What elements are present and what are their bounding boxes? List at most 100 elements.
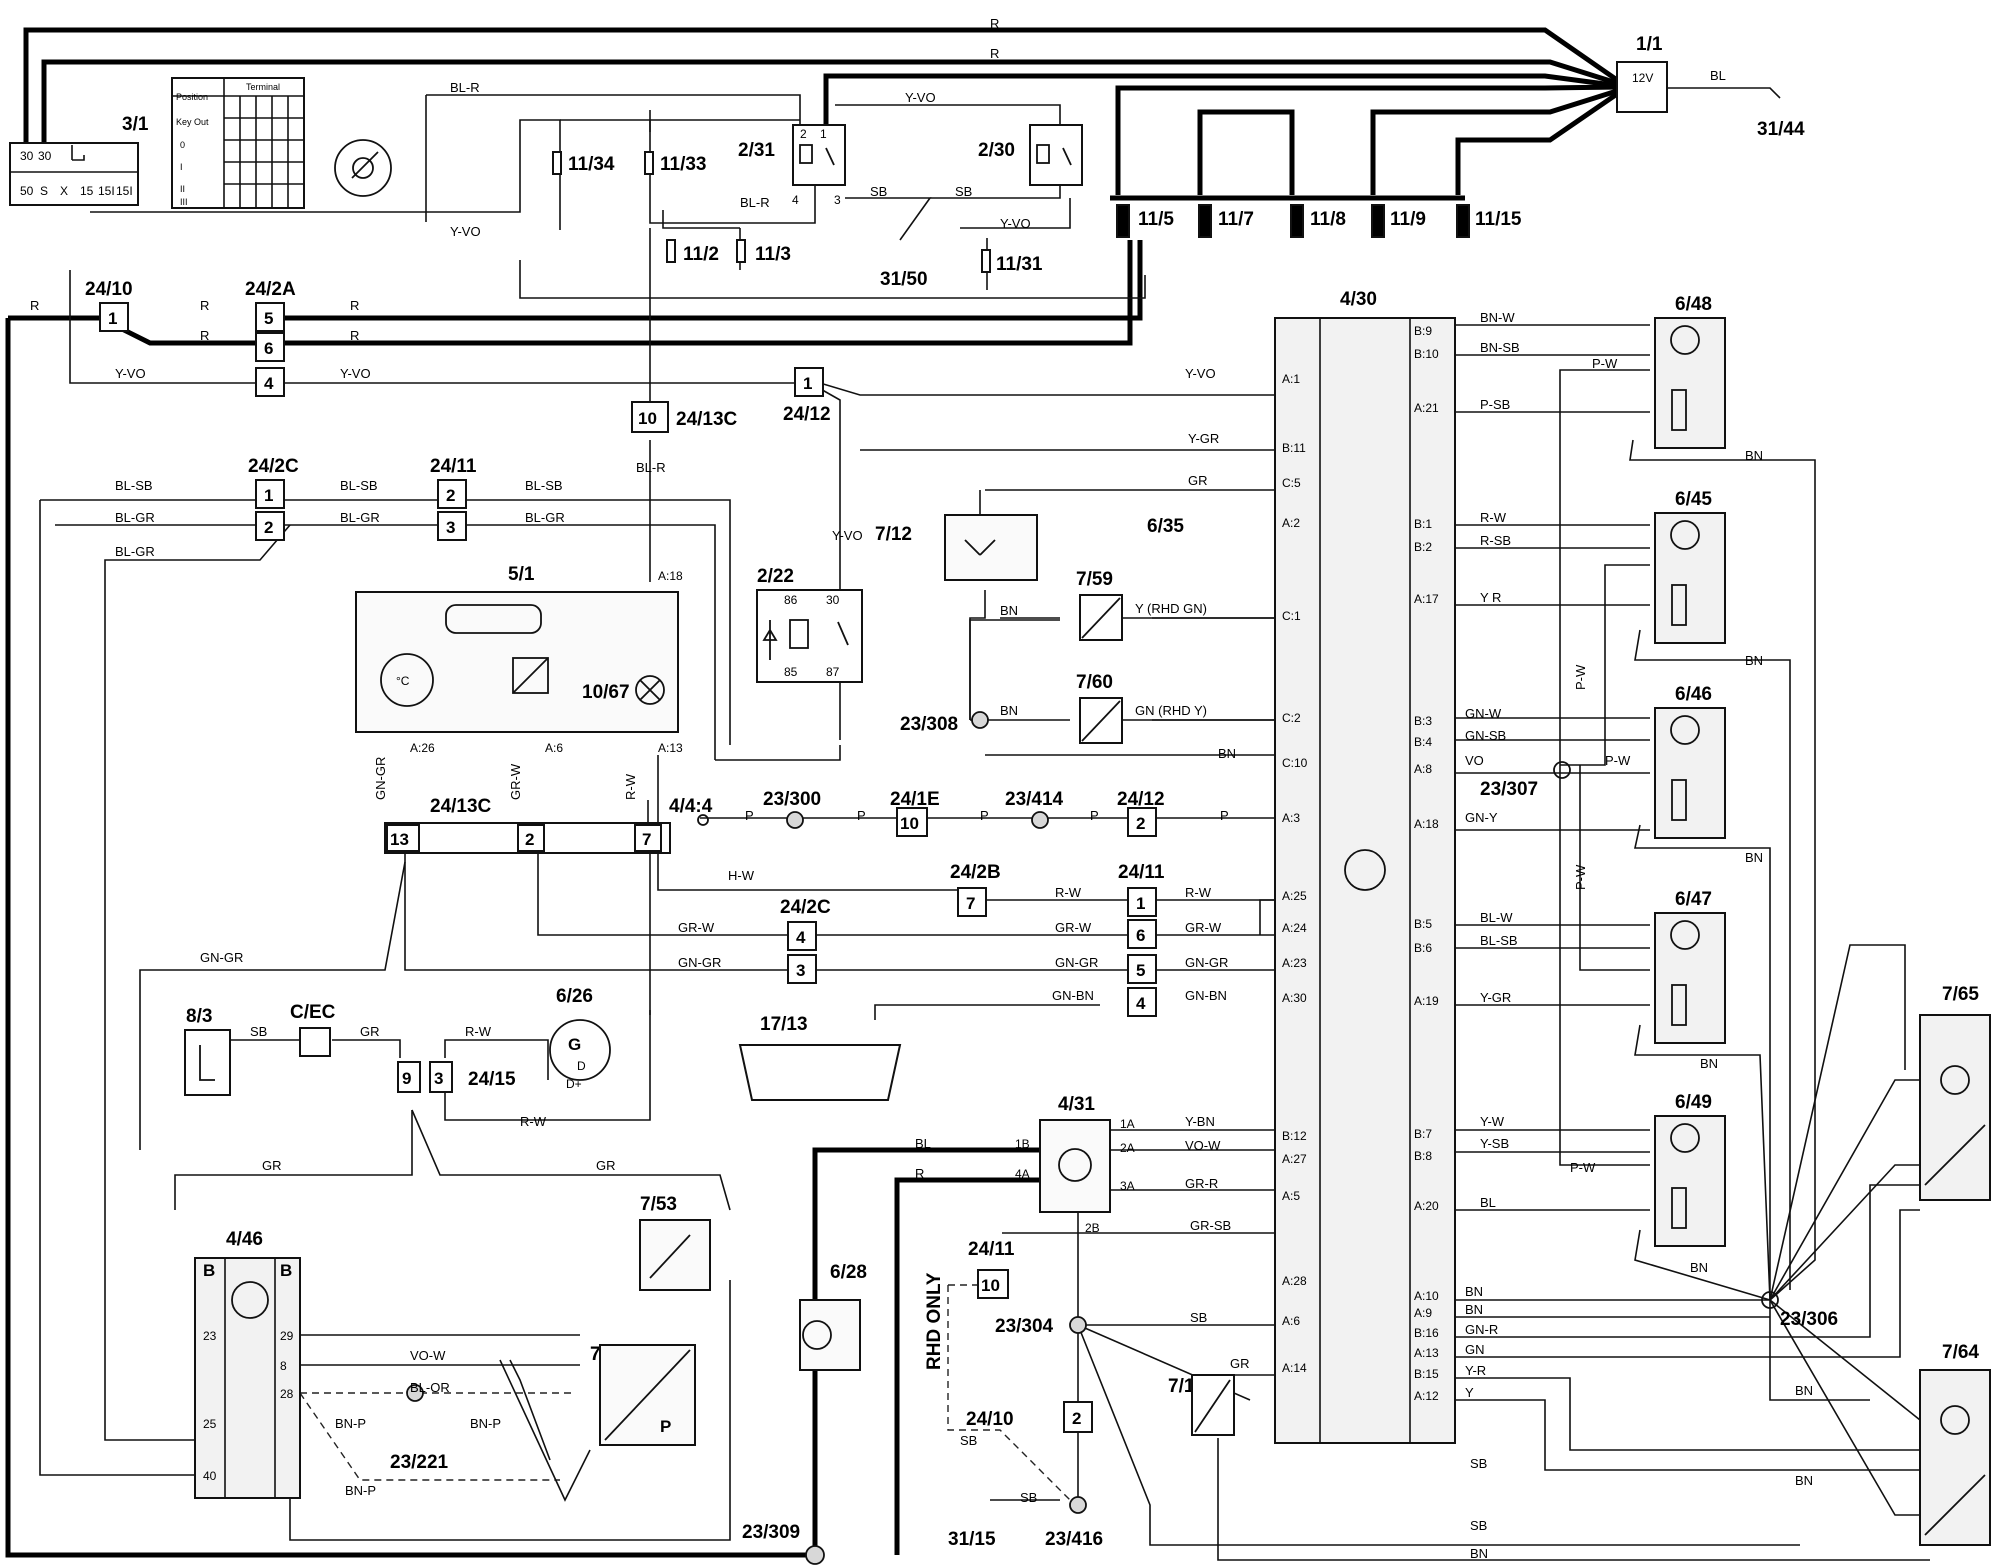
temp-gauge-icon: °C (396, 674, 410, 688)
wire-y-r-1: Y R (1480, 590, 1501, 605)
conn-24-15-label: 24/15 (468, 1069, 516, 1090)
warning-lamp-icon (635, 675, 665, 705)
wire-sb-8: SB (1470, 1518, 1487, 1533)
ecc-pin-left: A:14 (1282, 1361, 1307, 1375)
ref-4-4-4-label: 4/4:4 (669, 796, 713, 817)
thick-supply-wires (5, 27, 1622, 1558)
wire-r-w-2: R-W (1055, 885, 1082, 900)
ecc-pin-right: B:4 (1414, 735, 1432, 749)
sensor-7-8-p: P (660, 1417, 671, 1436)
ground-31-50-label: 31/50 (880, 269, 928, 290)
wire-bl-r-3: BL-R (636, 460, 666, 475)
wire-y-vo-5: Y-VO (340, 366, 371, 381)
ecc-pin-right: B:2 (1414, 540, 1432, 554)
fan-7-64-label: 7/64 (1942, 1342, 1979, 1363)
connector-24-13c: 13 2 7 24/13C (384, 796, 671, 854)
conn-24-15-pin3: 3 (434, 1069, 443, 1088)
wire-bn-p-1: BN-P (335, 1416, 366, 1431)
wire-bl-r-1: BL-R (450, 80, 480, 95)
wire-p-1: P (745, 808, 754, 823)
conn-24-2b-label: 24/2B (950, 862, 1001, 883)
ecc-pin-left: A:1 (1282, 372, 1300, 386)
wire-labels-top: R R BL-R Y-VO Y-VO BL-R SB SB Y-VO R R R… (30, 16, 1216, 381)
ecc-pin-left: A:24 (1282, 921, 1307, 935)
sensor-7-59-label: 7/59 (1076, 569, 1113, 590)
conn-24-11-pin3: 3 (446, 518, 455, 537)
wire-r-1: R (990, 16, 999, 31)
wire-bn-6: BN (1745, 653, 1763, 668)
ecc-pin-right: A:19 (1414, 994, 1439, 1008)
module-4-31-pin3a: 3A (1120, 1179, 1135, 1193)
conn-24-13c-top-pin10: 10 (638, 409, 657, 428)
switch-8-3-label: 8/3 (186, 1006, 212, 1027)
ecc-pin-left: A:3 (1282, 811, 1300, 825)
gen-dplus-label: D+ (566, 1077, 582, 1091)
ecc-pin-right: B:7 (1414, 1127, 1432, 1141)
wire-y-vo-1: Y-VO (905, 90, 936, 105)
splice-23-414-label: 23/414 (1005, 789, 1064, 810)
motor-6-46-label: 6/46 (1675, 684, 1712, 705)
wire-sb-3: SB (250, 1024, 267, 1039)
ign-terminal-30b: 30 (38, 149, 52, 163)
fuse-11-5-label: 11/5 (1138, 209, 1174, 230)
wire-r-w-6: R-W (1480, 510, 1507, 525)
ignition-switch-label: 3/1 (122, 114, 149, 135)
splice-23-300-label: 23/300 (763, 789, 821, 810)
motor-icon (802, 1320, 832, 1350)
wire-bl-gr-4: BL-GR (115, 544, 155, 559)
wire-p-4: P (1090, 808, 1099, 823)
conn-24-11-label: 24/11 (430, 456, 477, 477)
wire-y-vo-7: Y-VO (832, 528, 863, 543)
motor-6-49-label: 6/49 (1675, 1092, 1712, 1113)
wire-gr-r: GR-R (1185, 1176, 1218, 1191)
wire-bn-sb: BN-SB (1480, 340, 1520, 355)
ecm-b-right: B (280, 1261, 292, 1280)
wire-bl-or: BL-OR (410, 1380, 450, 1395)
cluster-pin-a13: A:13 (658, 741, 683, 755)
ecc-pin-right: B:3 (1414, 714, 1432, 728)
ign-terminal-50: 50 (20, 184, 34, 198)
conn-24-12-mid-label: 24/12 (1117, 789, 1165, 810)
wire-bl-gr-1: BL-GR (115, 510, 155, 525)
splice-23-309-label: 23/309 (742, 1522, 800, 1543)
conn-24-12-mid-pin2: 2 (1136, 814, 1145, 833)
fuse-11-3-label: 11/3 (755, 244, 791, 265)
ecc-pin-right: B:16 (1414, 1326, 1439, 1340)
cluster-pin-a6: A:6 (545, 741, 563, 755)
ecc-pin-left: C:1 (1282, 609, 1301, 623)
ecc-pin-right: A:9 (1414, 1306, 1432, 1320)
lower-middle-components: 6/28 23/309 BL R 4/31 1B 4A 1A 2A 3A 2B … (742, 1094, 1488, 1565)
ign-table-row-2: II (180, 184, 185, 194)
ecc-pin-left: A:30 (1282, 991, 1307, 1005)
wire-gr-sb: GR-SB (1190, 1218, 1231, 1233)
wire-gn-gr-3: GN-GR (1055, 955, 1098, 970)
wire-sb-4: SB (1190, 1310, 1207, 1325)
conn-24-11-pin2: 2 (446, 486, 455, 505)
wire-gr-4: GR (596, 1158, 616, 1173)
wire-sb-2: SB (955, 184, 972, 199)
fan-7-65-label: 7/65 (1942, 984, 1979, 1005)
ecm-pin40: 40 (203, 1469, 217, 1483)
connectors-left: 24/10 1 24/2A 5 6 4 10 24/13C BL-R 1 24/… (85, 279, 831, 559)
ecm-pin8: 8 (280, 1359, 287, 1373)
ecm-pin25: 25 (203, 1417, 217, 1431)
splice-23-416-label: 23/416 (1045, 1529, 1103, 1550)
wire-bn-2: BN (1000, 703, 1018, 718)
ecc-pin-right: A:21 (1414, 401, 1439, 415)
module-4-31-pin2a: 2A (1120, 1141, 1135, 1155)
ign-table-position: Position (176, 92, 208, 102)
battery-1-1: 1/1 12V BL 31/44 (1616, 34, 1805, 140)
wire-bn-7: BN (1745, 850, 1763, 865)
conn-24-2a-pin6: 6 (264, 339, 273, 358)
motor-6-45-label: 6/45 (1675, 489, 1712, 510)
fuse-11-2-label: 11/2 (683, 244, 719, 265)
fuse-11-15-label: 11/15 (1475, 209, 1522, 230)
wire-p-sb: P-SB (1480, 397, 1510, 412)
wire-bn-p-2: BN-P (470, 1416, 501, 1431)
fuse-11-8-label: 11/8 (1310, 209, 1346, 230)
key-lock-icon (334, 139, 392, 197)
ecc-pin-left: B:11 (1282, 441, 1306, 455)
ecc-pin-right: A:17 (1414, 592, 1439, 606)
module-4-31-pin1b: 1B (1015, 1137, 1030, 1151)
